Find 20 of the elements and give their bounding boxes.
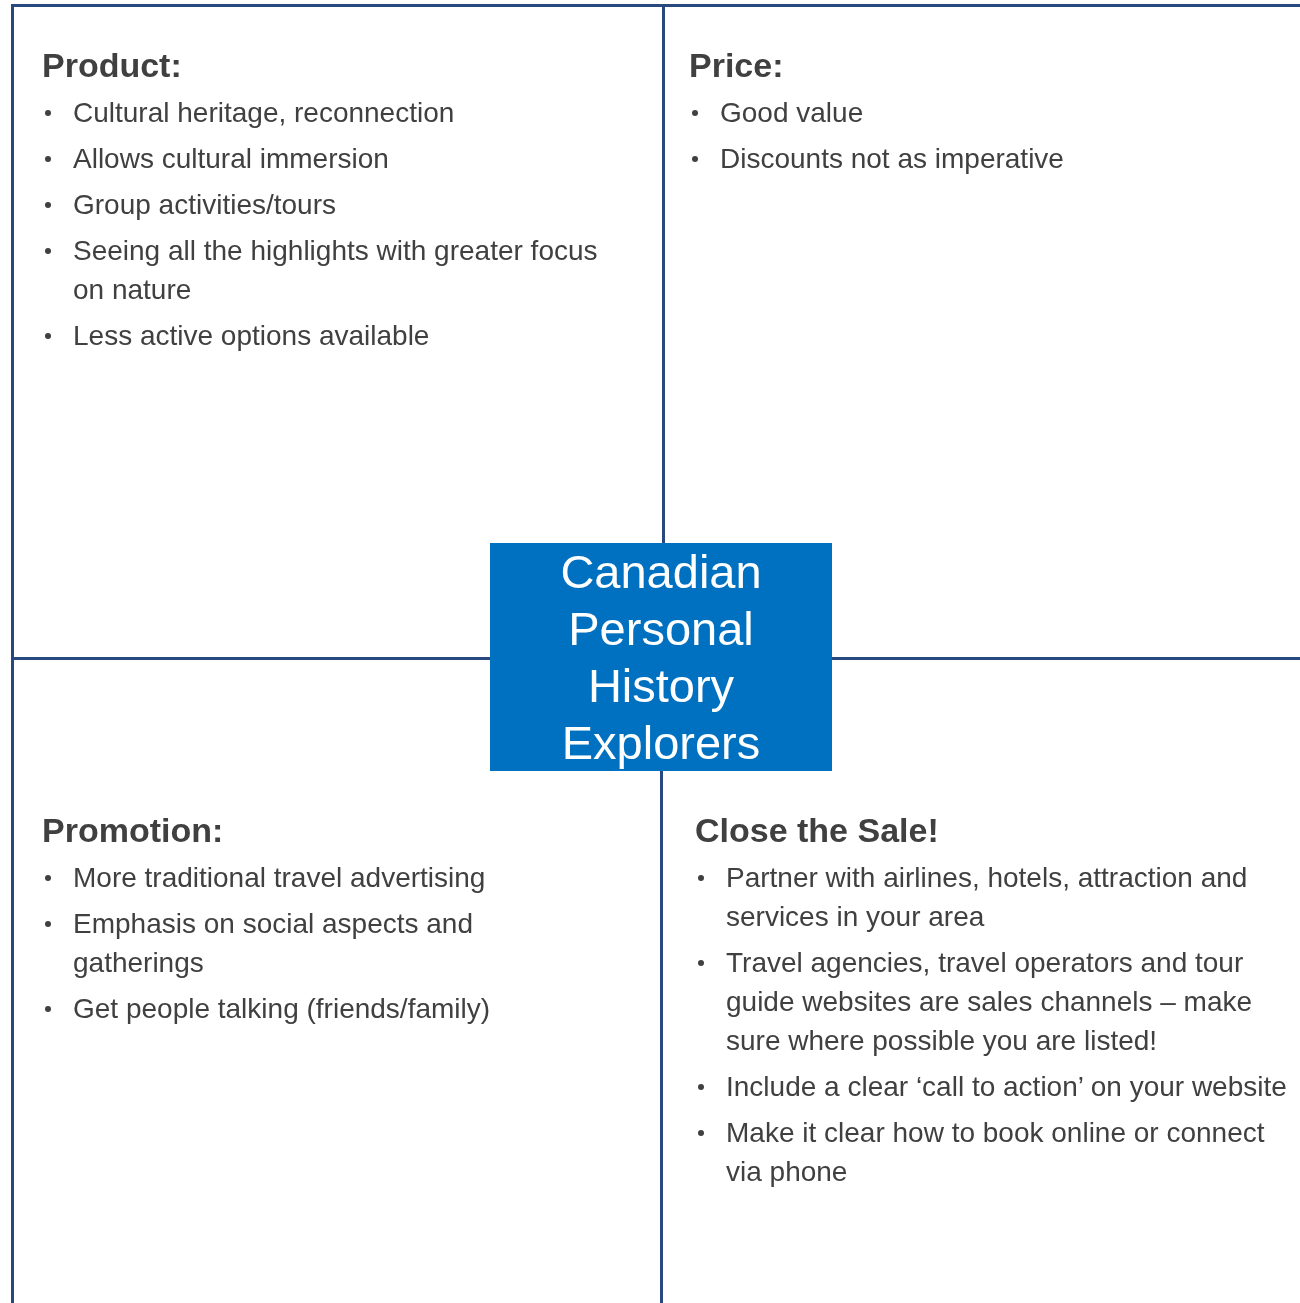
bullet-text: Make it clear how to book online or connect via phone <box>726 1117 1265 1187</box>
bullet-text: Group activities/tours <box>73 189 336 220</box>
title-text: Canadian Personal History Explorers <box>559 544 763 771</box>
bullet-text: Cultural heritage, reconnection <box>73 97 455 128</box>
bullet-text: Good value <box>720 97 864 128</box>
bullet-text: More traditional travel advertising <box>73 862 486 893</box>
bullet-text: Partner with airlines, hotels, attraction and services in your area <box>726 862 1248 932</box>
bullet-text: Allows cultural immersion <box>73 143 389 174</box>
bullet-text: Less active options available <box>73 320 430 351</box>
bullet-text: Travel agencies, travel operators and tour guide websites are sales channels – make sure where possible you are listed! <box>726 947 1253 1056</box>
bullet-text: Emphasis on social aspects and gatherings <box>73 908 473 978</box>
section-heading: Promotion: <box>42 810 225 850</box>
section-heading: Product: <box>42 45 183 85</box>
title-box <box>490 543 832 771</box>
section-heading: Price: <box>689 45 785 85</box>
section-heading: Close the Sale! <box>695 810 940 850</box>
bullet-text: Include a clear ‘call to action’ on your website <box>726 1071 1287 1102</box>
bullet-text: Discounts not as imperative <box>720 143 1064 174</box>
bullet-text: Get people talking (friends/family) <box>73 993 491 1024</box>
bullet-text: Seeing all the highlights with greater focus on nature <box>73 235 598 305</box>
